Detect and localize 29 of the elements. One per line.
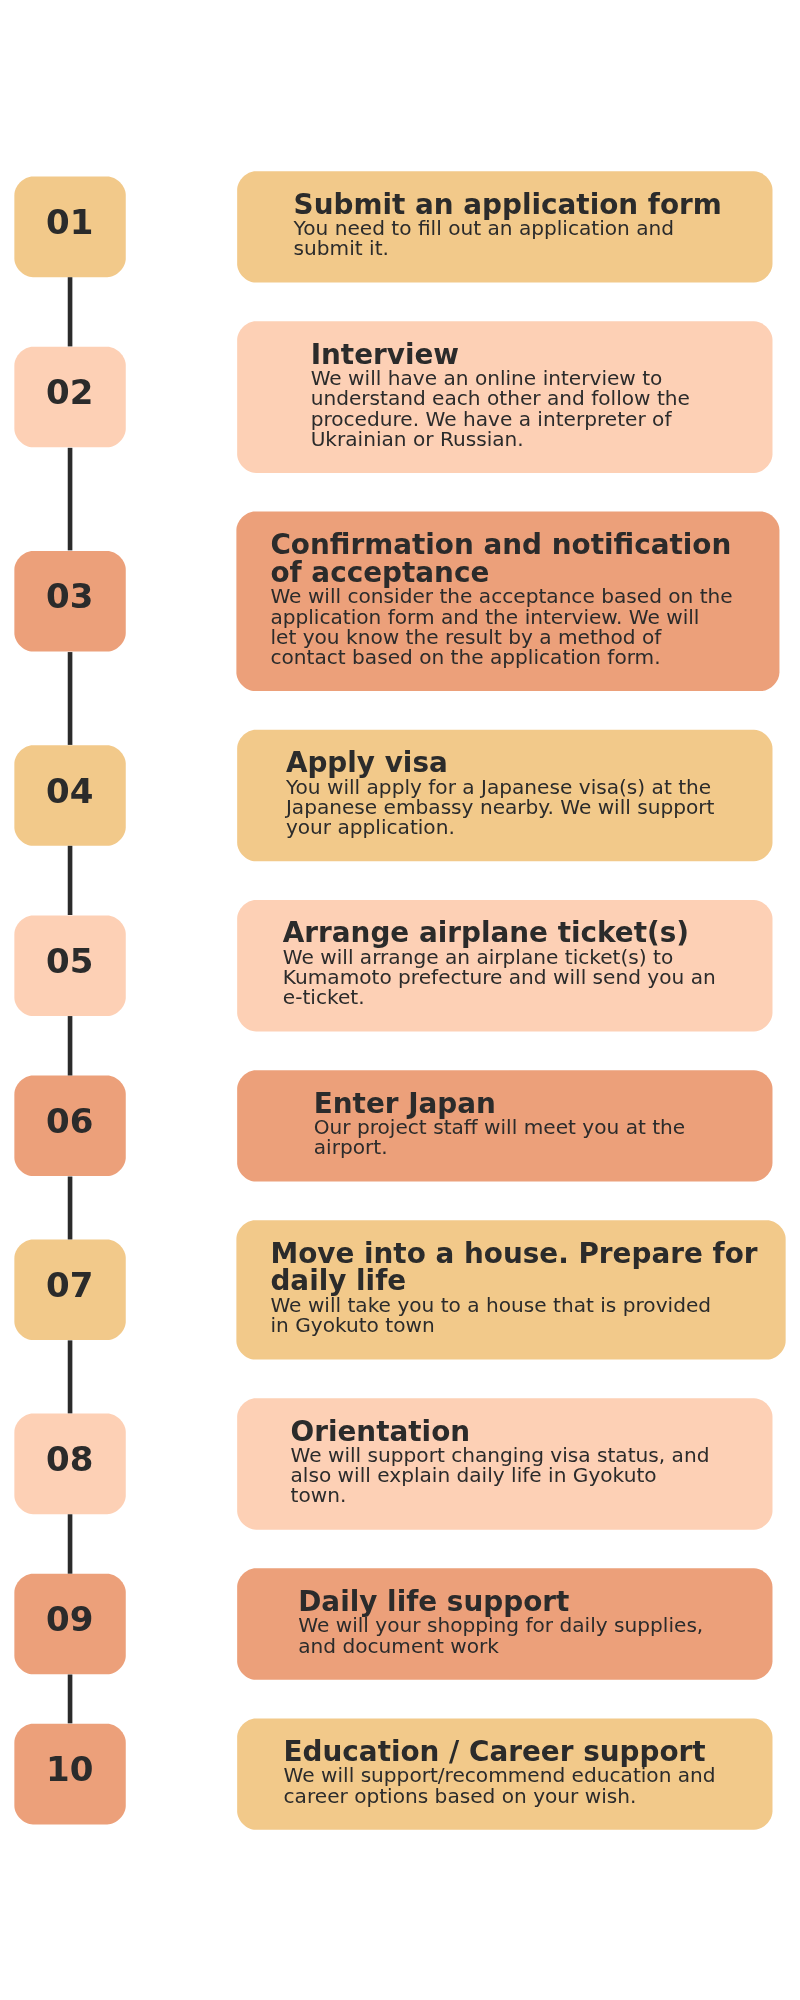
- node-box: Interview We will have an online interview to understand each other and follow the procedure. We have a interpreter of Ukrainian or Russian.: [237, 320, 773, 473]
- node-box: Enter Japan Our project staff will meet you at the airport.: [237, 1069, 773, 1182]
- node-box: Confirmation and notification of acceptance We will consider the acceptance based on the application form and the interview. We will let you know the result by a method of contact based on the application form.: [236, 511, 780, 691]
- connector: [67, 1339, 73, 1413]
- node-box: Education / Career support We will support/recommend education and career options based on your wish.: [237, 1717, 773, 1830]
- node-box: 06: [14, 1075, 126, 1176]
- node-box: 08: [14, 1413, 126, 1514]
- node-box: 05: [14, 914, 126, 1016]
- connector: [67, 1176, 73, 1239]
- node-box: 09: [14, 1573, 126, 1674]
- node-box: 04: [14, 744, 126, 846]
- node-box: 07: [14, 1239, 126, 1340]
- connector: [67, 447, 73, 550]
- node-box: Orientation We will support changing visa status, and also will explain daily life in Gyokuto town.: [237, 1397, 773, 1530]
- connector: [67, 1513, 73, 1574]
- node-box: Daily life support We will your shopping for daily supplies, and document work: [237, 1567, 773, 1680]
- node-box: Arrange airplane ticket(s) We will arrange an airplane ticket(s) to Kumamoto prefecture and will send you an e-ticket.: [237, 899, 773, 1031]
- connector: [67, 1674, 73, 1723]
- node-box: 10: [14, 1723, 126, 1824]
- node-box: Apply visa You will apply for a Japanese visa(s) at the Japanese embassy nearby. We will support your application.: [237, 729, 773, 861]
- node-box: 02: [14, 346, 126, 447]
- connector: [67, 1015, 73, 1075]
- connector: [67, 651, 73, 745]
- node-box: Move into a house. Prepare for daily life We will take you to a house that is provided in Gyokuto town: [236, 1219, 786, 1359]
- node-box: Submit an application form You need to fill out an application and submit it.: [237, 170, 773, 283]
- node-box: 01: [14, 176, 126, 277]
- node-box: 03: [14, 550, 126, 652]
- connector: [67, 276, 73, 346]
- connector: [67, 845, 73, 915]
